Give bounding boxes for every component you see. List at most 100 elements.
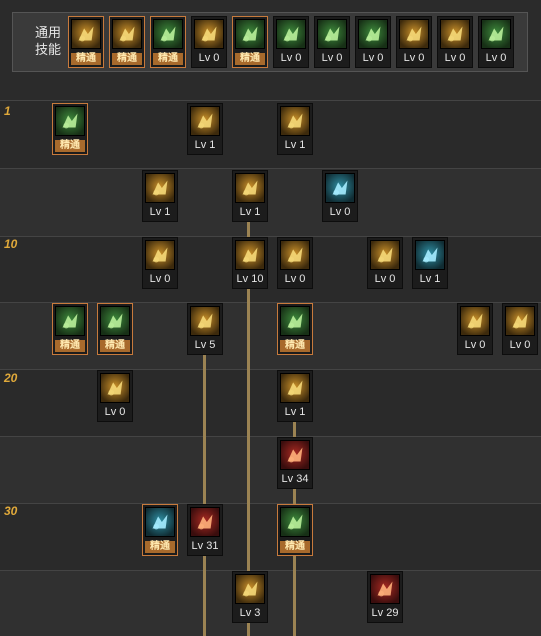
- prerequisite-connector: [203, 355, 206, 636]
- tier-row: [0, 100, 541, 168]
- skill-level-label: Lv 0: [321, 52, 343, 64]
- skill-slot[interactable]: 精通: [52, 103, 88, 155]
- skill-slot[interactable]: 精通: [277, 504, 313, 556]
- skill-slot[interactable]: Lv 0: [367, 237, 403, 289]
- skill-slot[interactable]: Lv 31: [187, 504, 223, 556]
- skill-slot[interactable]: Lv 5: [187, 303, 223, 355]
- runner-strike-icon: [280, 106, 310, 136]
- common-skill-slot[interactable]: Lv 0: [314, 16, 350, 68]
- lightning-icon: [280, 240, 310, 270]
- common-skill-slot[interactable]: Lv 0: [191, 16, 227, 68]
- bust-figure-icon: [317, 19, 347, 49]
- skill-level-label: Lv 31: [191, 540, 219, 552]
- skill-level-label: Lv 0: [374, 273, 396, 285]
- glowing-figure-icon: [440, 19, 470, 49]
- skill-slot[interactable]: Lv 1: [277, 370, 313, 422]
- skill-level-label: Lv 0: [329, 206, 351, 218]
- tier-row: [0, 369, 541, 436]
- explosion-icon: [280, 507, 310, 537]
- skill-slot[interactable]: Lv 1: [277, 103, 313, 155]
- skill-slot[interactable]: Lv 3: [232, 571, 268, 623]
- required-level-marker: 1: [4, 104, 11, 118]
- common-skill-slot[interactable]: 精通: [232, 16, 268, 68]
- skill-slot[interactable]: Lv 1: [412, 237, 448, 289]
- eye-icon: [280, 373, 310, 403]
- crimson-rifle-icon: [190, 507, 220, 537]
- vehicle-icon: [325, 173, 355, 203]
- tier-row: [0, 570, 541, 636]
- skill-slot[interactable]: Lv 0: [142, 237, 178, 289]
- prerequisite-connector: [247, 222, 250, 636]
- sitting-figure-icon: [71, 19, 101, 49]
- skill-slot[interactable]: Lv 29: [367, 571, 403, 623]
- skill-level-label: Lv 1: [239, 206, 261, 218]
- skill-level-label: Lv 0: [362, 52, 384, 64]
- skill-slot[interactable]: Lv 0: [457, 303, 493, 355]
- skill-level-label: Lv 3: [239, 607, 261, 619]
- skill-slot[interactable]: 精通: [142, 504, 178, 556]
- skill-level-label: Lv 1: [149, 206, 171, 218]
- skill-level-label: Lv 0: [464, 339, 486, 351]
- skill-level-label: Lv 29: [371, 607, 399, 619]
- medic-rifle-icon: [145, 507, 175, 537]
- flame-slash-icon: [145, 240, 175, 270]
- common-skill-slot[interactable]: 精通: [68, 16, 104, 68]
- common-skill-slot[interactable]: Lv 0: [355, 16, 391, 68]
- bust-spark-icon: [358, 19, 388, 49]
- dashing-figure-icon: [153, 19, 183, 49]
- common-skill-slot[interactable]: Lv 0: [273, 16, 309, 68]
- mastered-badge: 精通: [145, 541, 175, 553]
- skill-level-label: Lv 0: [485, 52, 507, 64]
- skill-level-label: Lv 0: [198, 52, 220, 64]
- bayonet-icon: [100, 306, 130, 336]
- skill-slot[interactable]: Lv 0: [502, 303, 538, 355]
- skill-slot[interactable]: Lv 1: [142, 170, 178, 222]
- common-skill-slot[interactable]: Lv 0: [437, 16, 473, 68]
- common-skill-slot[interactable]: 精通: [150, 16, 186, 68]
- skill-slot[interactable]: Lv 0: [97, 370, 133, 422]
- hammer-icon: [460, 306, 490, 336]
- lift-arrow-icon: [370, 240, 400, 270]
- skill-level-label: Lv 1: [194, 139, 216, 151]
- skill-level-label: Lv 0: [284, 273, 306, 285]
- hooked-arrow-icon: [190, 106, 220, 136]
- kneeling-figure-icon: [112, 19, 142, 49]
- common-skill-slot[interactable]: 精通: [109, 16, 145, 68]
- common-skill-slot[interactable]: Lv 0: [478, 16, 514, 68]
- common-skills-label: 通用技能: [34, 25, 61, 57]
- skill-slot[interactable]: Lv 34: [277, 437, 313, 489]
- crosshair-icon: [235, 19, 265, 49]
- mastered-badge: 精通: [280, 340, 310, 352]
- crimson-shot-icon: [280, 440, 310, 470]
- required-level-marker: 30: [4, 504, 18, 518]
- mastered-badge: 精通: [100, 340, 130, 352]
- cartridge-icon: [235, 574, 265, 604]
- required-level-marker: 10: [4, 237, 18, 251]
- skill-level-label: Lv 1: [284, 406, 306, 418]
- skill-level-label: Lv 5: [194, 339, 216, 351]
- skill-slot[interactable]: 精通: [97, 303, 133, 355]
- required-level-marker: 20: [4, 371, 18, 385]
- grenade-icon: [505, 306, 535, 336]
- leaping-figure-icon: [481, 19, 511, 49]
- mastered-badge: 精通: [280, 541, 310, 553]
- skill-slot[interactable]: 精通: [277, 303, 313, 355]
- rifle-icon: [55, 306, 85, 336]
- target-sight-icon: [276, 19, 306, 49]
- skill-level-label: Lv 34: [281, 473, 309, 485]
- skill-slot[interactable]: Lv 10: [232, 237, 268, 289]
- tier-row: [0, 236, 541, 302]
- skill-level-label: Lv 0: [444, 52, 466, 64]
- crimson-dragon-icon: [370, 574, 400, 604]
- skill-slot[interactable]: Lv 1: [187, 103, 223, 155]
- tier-row: [0, 503, 541, 570]
- skill-slot[interactable]: 精通: [52, 303, 88, 355]
- skill-slot[interactable]: Lv 0: [277, 237, 313, 289]
- tier-row: [0, 302, 541, 369]
- skill-level-label: Lv 0: [280, 52, 302, 64]
- skill-slot[interactable]: Lv 0: [322, 170, 358, 222]
- common-skill-slot[interactable]: Lv 0: [396, 16, 432, 68]
- skill-slot[interactable]: Lv 1: [232, 170, 268, 222]
- prone-shooter-icon: [190, 306, 220, 336]
